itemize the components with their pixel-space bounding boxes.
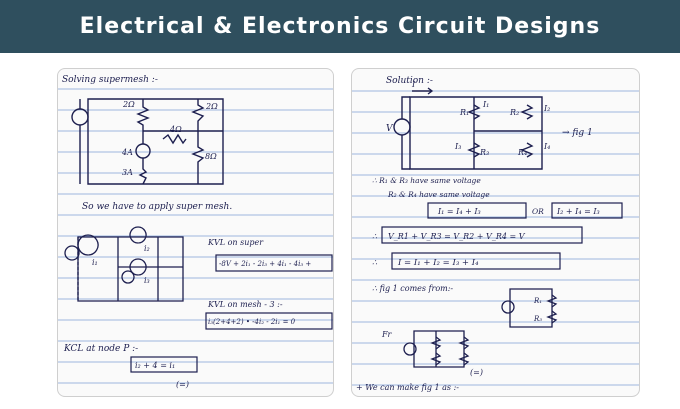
or-word: OR xyxy=(532,207,544,216)
eq1: -8V + 2i₁ - 2i₃ + 4i₁ - 4i₃ + xyxy=(219,260,311,268)
r4-label-right: R₄ xyxy=(517,148,527,157)
voltage-source-2 xyxy=(64,245,80,261)
eq1-label: KVL on super xyxy=(207,238,264,247)
kcl-heading: KCL at node P :- xyxy=(63,344,138,354)
current-source-1 xyxy=(135,143,151,159)
fig1-circuit xyxy=(393,87,543,170)
last-line: + We can make fig 1 as :- xyxy=(356,383,459,392)
voltage-v-label: V xyxy=(386,124,394,134)
ruled-lines xyxy=(58,88,333,384)
i2-label: I₂ xyxy=(543,104,550,113)
left-heading: Solving supermesh :- xyxy=(62,75,158,85)
eq3-box xyxy=(381,226,583,244)
mid-note: So we have to apply super mesh. xyxy=(82,202,232,212)
circuit-2 xyxy=(64,226,184,302)
small-circuit-1 xyxy=(501,288,558,328)
eq1-right: I₁ = I₄ + I₃ xyxy=(437,207,481,216)
i1-mesh-label: i₁ xyxy=(92,258,98,267)
therefore-2: ∴ xyxy=(372,258,378,267)
line2: R₂ & R₄ have same voltage xyxy=(387,190,490,199)
r4-label: 8Ω xyxy=(205,152,217,161)
right-page-drawing: Solution :- I V R₁ R₂ R₃ R₄ I₁ I₂ I₃ xyxy=(352,76,639,392)
r2-label: 2Ω xyxy=(205,102,218,111)
fig1-label: → fig 1 xyxy=(562,128,593,138)
i3-label: I₃ xyxy=(454,142,461,151)
eq2-label: KVL on mesh - 3 :- xyxy=(207,300,283,309)
current-i-label: I xyxy=(411,80,416,89)
right-notebook-page: Solution :- I V R₁ R₂ R₃ R₄ I₁ I₂ I₃ xyxy=(351,68,640,397)
ruled-lines-right xyxy=(352,90,639,386)
small-circuit-2 xyxy=(403,330,470,368)
kcl-box xyxy=(130,356,198,373)
eq2: i₃(2+4+2) • -4i₂ - 2i₁ = 0 xyxy=(208,318,296,326)
line1: ∴ R₁ & R₃ have same voltage xyxy=(372,176,481,185)
left-page-drawing: Solving supermesh :- 2Ω 2Ω 4Ω 8Ω 4A 3A xyxy=(58,75,333,389)
eq4: I = I₁ + I₂ = I₃ + I₄ xyxy=(397,258,479,268)
circuit-1 xyxy=(71,98,224,185)
left-bottom-mark: (=) xyxy=(176,380,189,389)
i1-label: I₁ xyxy=(482,100,489,109)
r1-label: 2Ω xyxy=(122,100,135,109)
i3-mesh-label: i₃ xyxy=(144,276,150,285)
small-r3: R₃ xyxy=(533,315,542,323)
eq1-box-right xyxy=(427,202,527,219)
r1-label-right: R₁ xyxy=(459,108,469,117)
title-banner: Electrical & Electronics Circuit Designs xyxy=(0,0,680,53)
src2-label: 3A xyxy=(122,168,133,177)
voltage-source-1 xyxy=(71,108,89,126)
kcl-eq: i₂ + 4 = i₁ xyxy=(135,361,175,370)
fr-label: Fr xyxy=(381,330,393,339)
i2-mesh-label: i₂ xyxy=(144,244,150,253)
eq2-box xyxy=(205,312,333,330)
right-heading: Solution :- xyxy=(386,76,433,86)
fig-note: ∴ fig 1 comes from:- xyxy=(372,284,453,293)
eq2-box-right xyxy=(551,202,623,219)
right-bottom-mark: (=) xyxy=(470,368,483,377)
eq1-box xyxy=(215,254,333,272)
src1-label: 4A xyxy=(121,148,133,157)
eq4-box xyxy=(391,252,561,270)
left-notebook-page: Solving supermesh :- 2Ω 2Ω 4Ω 8Ω 4A 3A xyxy=(57,68,334,397)
r3-label-right: R₃ xyxy=(479,148,489,157)
small-r1: R₁ xyxy=(533,297,542,305)
i4-label: I₄ xyxy=(543,142,550,151)
content-area: Solving supermesh :- 2Ω 2Ω 4Ω 8Ω 4A 3A xyxy=(0,53,680,409)
r2-label-right: R₂ xyxy=(509,108,519,117)
therefore-1: ∴ xyxy=(372,232,378,241)
eq2-right: I₂ + I₄ = I₃ xyxy=(556,207,600,216)
banner-title: Electrical & Electronics Circuit Designs xyxy=(79,14,601,39)
r3-label: 4Ω xyxy=(169,125,182,134)
eq3: V_R1 + V_R3 = V_R2 + V_R4 = V xyxy=(388,232,526,241)
